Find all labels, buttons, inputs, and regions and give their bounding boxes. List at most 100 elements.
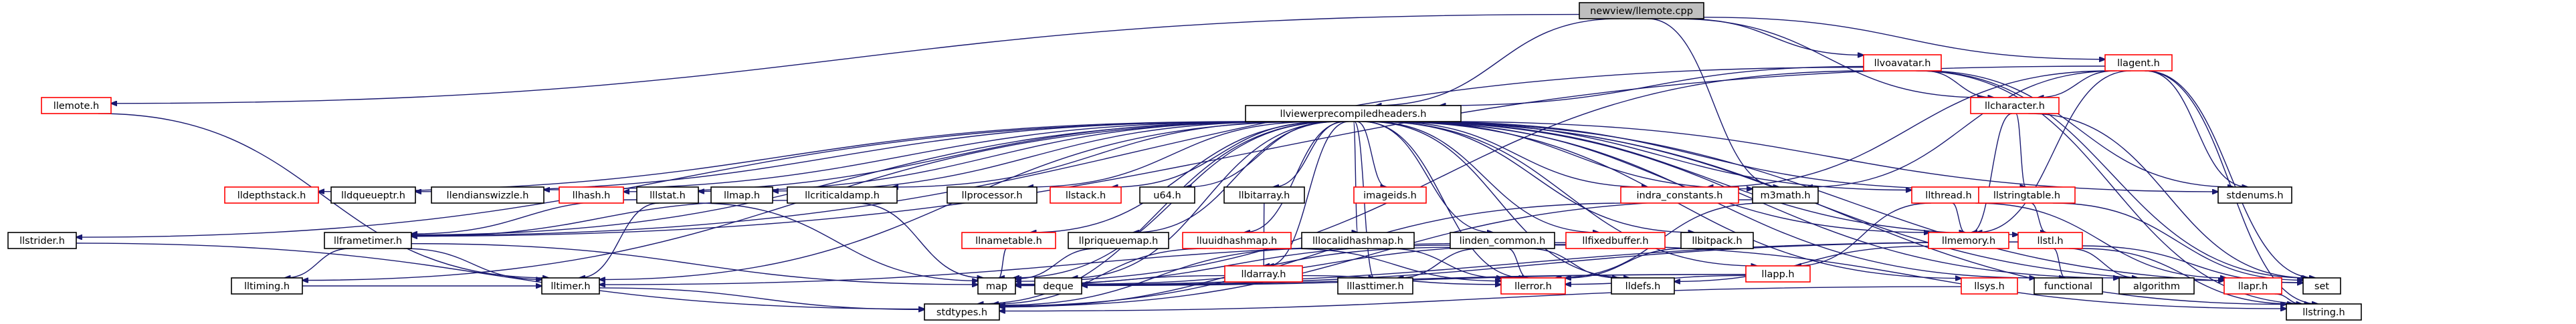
node-box xyxy=(1863,54,1942,71)
graph-node[interactable]: set xyxy=(2302,277,2341,295)
include-edge xyxy=(98,113,549,278)
include-edge xyxy=(1977,70,2131,232)
node-label: llstring.h xyxy=(2302,307,2345,318)
graph-node[interactable]: llnametable.h xyxy=(961,232,1056,249)
include-edge xyxy=(1971,113,2013,232)
include-edge xyxy=(579,202,660,278)
include-edge xyxy=(1357,121,1386,187)
node-box xyxy=(1337,277,1413,295)
node-label: llapr.h xyxy=(2238,281,2268,292)
node-label: llapp.h xyxy=(1761,269,1794,280)
node-box xyxy=(1182,232,1292,249)
graph-node[interactable]: llbitpack.h xyxy=(1680,232,1754,249)
include-edge xyxy=(2080,248,2293,304)
node-label: lllstat.h xyxy=(650,190,686,201)
graph-node[interactable]: stdtypes.h xyxy=(924,303,1000,321)
graph-node[interactable]: lldefs.h xyxy=(1611,277,1675,295)
graph-node[interactable]: lldarray.h xyxy=(1224,265,1303,283)
graph-node[interactable]: llbitarray.h xyxy=(1223,186,1305,204)
node-label: lltiming.h xyxy=(244,281,290,292)
graph-node[interactable]: llendianswizzle.h xyxy=(431,186,544,204)
node-box xyxy=(2118,277,2195,295)
graph-node[interactable]: lllasttimer.h xyxy=(1337,277,1413,295)
include-edge xyxy=(999,199,1753,307)
graph-node[interactable]: m3math.h xyxy=(1752,186,1819,204)
graph-node[interactable]: lluuidhashmap.h xyxy=(1182,232,1292,249)
graph-node[interactable]: llmemory.h xyxy=(1928,232,2009,249)
graph-node[interactable]: llfixedbuffer.h xyxy=(1565,232,1666,249)
graph-node[interactable]: llprocessor.h xyxy=(947,186,1037,204)
graph-node[interactable]: llstrider.h xyxy=(7,232,77,249)
graph-node[interactable]: lltiming.h xyxy=(231,277,303,295)
graph-node[interactable]: llstack.h xyxy=(1050,186,1122,204)
node-box xyxy=(977,277,1016,295)
node-box xyxy=(1224,265,1303,283)
graph-node[interactable]: llstringtable.h xyxy=(1978,186,2076,204)
graph-node[interactable]: lltimer.h xyxy=(541,277,600,295)
graph-node[interactable]: llerror.h xyxy=(1500,277,1566,295)
include-edge xyxy=(1244,121,1347,232)
graph-node[interactable]: map xyxy=(977,277,1016,295)
graph-node[interactable]: lldepthstack.h xyxy=(224,186,319,204)
include-edge xyxy=(411,243,978,285)
graph-node[interactable]: newview/llemote.cpp xyxy=(1579,2,1704,19)
node-box xyxy=(431,186,544,204)
graph-node[interactable]: llvoavatar.h xyxy=(1863,54,1942,71)
node-label: u64.h xyxy=(1153,190,1181,201)
graph-node[interactable]: llpriqueuemap.h xyxy=(1068,232,1169,249)
graph-node[interactable]: llthread.h xyxy=(1911,186,1986,204)
nodes: newview/llemote.cpp llemote.h llvoavatar.h… xyxy=(7,2,2362,321)
graph-node[interactable]: llsys.h xyxy=(1961,277,2018,295)
graph-node[interactable]: stdenums.h xyxy=(2217,186,2292,204)
include-edge xyxy=(1951,202,1965,232)
graph-node[interactable]: llframetimer.h xyxy=(324,232,412,249)
node-label: llstl.h xyxy=(2037,236,2063,247)
node-box xyxy=(2302,277,2341,295)
node-label: llagent.h xyxy=(2117,58,2160,69)
graph-node[interactable]: u64.h xyxy=(1139,186,1195,204)
graph-node[interactable]: imageids.h xyxy=(1353,186,1427,204)
graph-node[interactable]: lllocalidhashmap.h xyxy=(1301,232,1415,249)
include-edge xyxy=(856,202,983,278)
include-edge xyxy=(1440,65,1864,106)
include-edge xyxy=(1385,121,1648,187)
graph-node[interactable]: llemote.h xyxy=(41,97,112,114)
include-edge xyxy=(999,286,1962,311)
graph-node[interactable]: algorithm xyxy=(2118,277,2195,295)
node-box xyxy=(7,232,77,249)
graph-node[interactable]: llapp.h xyxy=(1745,265,1811,283)
include-edge xyxy=(599,287,924,309)
node-box xyxy=(1978,186,2076,204)
graph-node[interactable]: deque xyxy=(1034,277,1082,295)
node-label: llcharacter.h xyxy=(1985,101,2045,112)
graph-node[interactable]: lldqueueptr.h xyxy=(330,186,416,204)
graph-node[interactable]: llapr.h xyxy=(2223,277,2282,295)
node-box xyxy=(2034,277,2103,295)
graph-node[interactable]: llcriticaldamp.h xyxy=(787,186,898,204)
graph-node[interactable]: llviewerprecompiledheaders.h xyxy=(1245,105,1462,122)
graph-node[interactable]: llhash.h xyxy=(559,186,624,204)
node-label: llpriqueuemap.h xyxy=(1079,236,1159,247)
node-box xyxy=(2223,277,2282,295)
node-label: llprocessor.h xyxy=(961,190,1022,201)
node-label: llemote.h xyxy=(54,101,99,112)
graph-node[interactable]: llstl.h xyxy=(2017,232,2083,249)
graph-node[interactable]: linden_common.h xyxy=(1450,232,1555,249)
graph-node[interactable]: functional xyxy=(2034,277,2103,295)
include-edge xyxy=(411,65,2106,236)
graph-node[interactable]: indra_constants.h xyxy=(1620,186,1739,204)
include-edge xyxy=(1708,70,2111,187)
graph-node[interactable]: llstring.h xyxy=(2286,303,2362,321)
graph-node[interactable]: llcharacter.h xyxy=(1970,97,2060,114)
graph-node[interactable]: lllstat.h xyxy=(636,186,699,204)
node-box xyxy=(1680,232,1754,249)
include-edge xyxy=(1398,121,2303,283)
graph-node[interactable]: llagent.h xyxy=(2104,54,2173,71)
node-box xyxy=(1450,232,1555,249)
node-box xyxy=(559,186,624,204)
include-edge xyxy=(1268,121,1349,266)
include-edge xyxy=(1674,245,1929,281)
node-label: set xyxy=(2314,281,2329,292)
graph-node[interactable]: llmap.h xyxy=(710,186,773,204)
node-box xyxy=(1068,232,1169,249)
